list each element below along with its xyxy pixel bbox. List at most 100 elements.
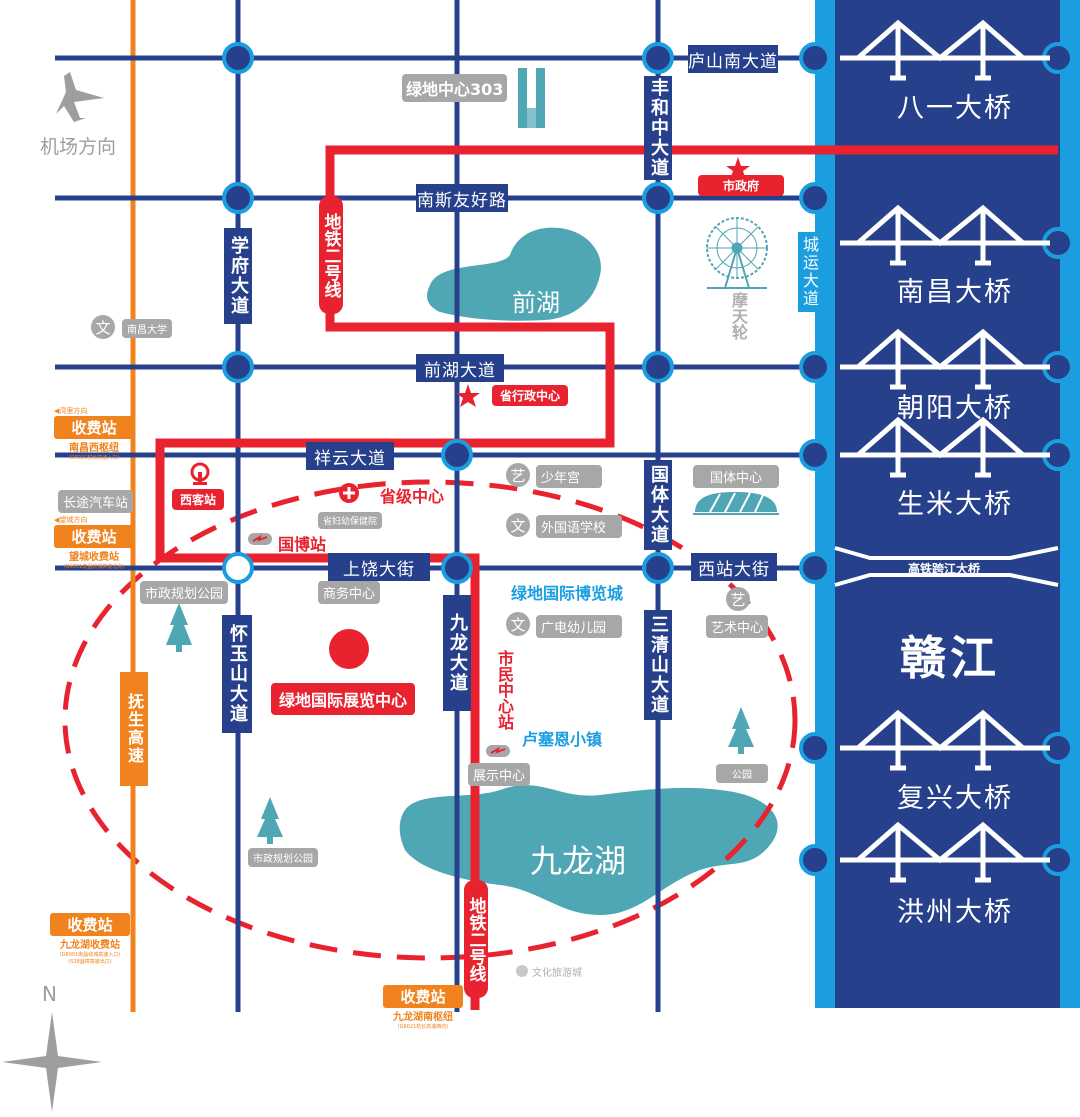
road-xizhan: 西站大街 <box>691 553 777 581</box>
municipal-park-2-tag: 市政规划公园 <box>248 848 318 867</box>
bridge-fuxing: 复兴大桥 <box>897 783 1013 814</box>
node <box>222 182 254 214</box>
star-icon <box>456 384 480 407</box>
stadium-icon <box>693 492 779 515</box>
guobo-station-node <box>222 552 254 584</box>
metro-line2-north-label: 地铁二号线 <box>319 196 343 314</box>
culture-tourism-city-label: 文化旅游城 <box>532 968 582 979</box>
metro-logo-icon <box>486 745 510 757</box>
toll-sub-2: (S38昌樟高速出口) <box>68 959 112 965</box>
metro-logo-icon <box>248 533 272 545</box>
youth-palace-tag: 少年宫 <box>536 465 602 488</box>
lucerne-town-label: 卢塞恩小镇 <box>522 730 603 749</box>
toll-wangcheng: ◀望城方向 收费站 望城收费站 (G6001南昌绕城高速北向) <box>54 515 134 570</box>
node <box>642 182 674 214</box>
greenland-303-tower-icon <box>518 68 545 128</box>
hsr-bridge-upper <box>834 546 1059 560</box>
toll-name: 望城收费站 <box>69 552 119 563</box>
road-sanqingshan: 三清山大道 <box>644 610 672 720</box>
culture-icon: 文 <box>91 315 115 339</box>
node <box>441 552 473 584</box>
gan-river <box>835 0 1060 1008</box>
bridge-icon <box>840 19 1050 81</box>
toll-jiulong-south: 收费站 九龙湖南枢纽 (G6021杭长高速西向) <box>383 985 463 1030</box>
art-center-tag: 艺术中心 <box>706 615 769 638</box>
bridge-shengmi: 生米大桥 <box>897 489 1013 520</box>
long-distance-bus-tag: 长途汽车站 <box>58 490 134 513</box>
road-huaiyushan: 怀玉山大道 <box>222 615 252 733</box>
metro-line2-south-label: 地铁二号线 <box>464 880 488 998</box>
node <box>799 844 831 876</box>
node <box>222 42 254 74</box>
culture-icon: 文 <box>506 513 530 537</box>
art-icon: 艺 <box>506 463 530 487</box>
toll-name: 九龙湖收费站 <box>60 940 120 951</box>
guobo-station-label: 国博站 <box>278 535 327 554</box>
compass-icon <box>2 1012 102 1112</box>
bridges <box>840 19 1050 883</box>
hospital-cross <box>343 487 355 499</box>
toll-name: 九龙湖南枢纽 <box>393 1012 453 1023</box>
bridge-icon <box>840 416 1050 478</box>
bridge-bayi: 八一大桥 <box>897 93 1013 124</box>
greenland-expo-city-label: 绿地国际博览城 <box>511 584 624 603</box>
foreign-language-school-tag: 外国语学校 <box>536 515 622 538</box>
toll-sub: (G6021杭长高速西向) <box>397 1024 449 1030</box>
toll-label: 收费站 <box>54 416 134 439</box>
citizen-center-station-label: 市民中心站 <box>495 650 514 730</box>
bridge-icon <box>840 204 1050 266</box>
road-qianhu: 前湖大道 <box>416 354 504 382</box>
jiulong-lake-label: 九龙湖 <box>530 842 627 880</box>
road-guoti: 国体大道 <box>644 460 672 550</box>
toll-label: 收费站 <box>50 913 130 936</box>
tree-icon <box>728 707 754 754</box>
hsr-bridge-label: 高铁跨江大桥 <box>908 562 981 576</box>
node <box>799 351 831 383</box>
airport-direction-label: 机场方向 <box>40 136 117 158</box>
tree-icons <box>166 603 754 844</box>
provincial-center-label: 省级中心 <box>380 487 445 506</box>
toll-label: 收费站 <box>54 525 134 548</box>
road-fenghe-middle: 丰和中大道 <box>644 76 672 180</box>
star-icon <box>726 157 750 180</box>
qianhu-lake <box>427 227 601 321</box>
ferris-wheel-icon <box>706 217 768 289</box>
airplane-icon <box>56 72 104 122</box>
toll-name: 南昌西枢纽 <box>69 443 119 454</box>
bridge-icon <box>840 328 1050 390</box>
node <box>799 439 831 471</box>
toll-sub: (G6001南昌绕城高速入口) <box>59 952 121 958</box>
road-chengyun: 城运大道 <box>798 232 820 312</box>
expo-center-tag: 绿地国际展览中心 <box>271 683 416 715</box>
node <box>441 439 473 471</box>
railway-icon <box>190 462 210 485</box>
tree-icon <box>166 603 192 652</box>
sports-center-tag: 国体中心 <box>693 465 779 488</box>
tv-kindergarten-tag: 广电幼儿园 <box>536 615 622 638</box>
node <box>799 182 831 214</box>
expo-center-marker <box>329 629 369 669</box>
road-nansi-friendship: 南斯友好路 <box>416 184 508 212</box>
road-xiangyun: 祥云大道 <box>306 442 394 470</box>
zone-boundary <box>62 479 798 961</box>
bridge-icon <box>840 821 1050 883</box>
showroom-tag: 展示中心 <box>468 763 531 786</box>
bridge-hongzhou: 洪州大桥 <box>897 897 1013 928</box>
toll-direction: ◀望城方向 <box>54 516 88 524</box>
toll-label: 收费站 <box>383 985 463 1008</box>
culture-city-marker <box>516 965 528 977</box>
bridge-icon <box>840 709 1050 771</box>
jiulong-lake <box>399 785 778 915</box>
toll-sub: (G6021杭长高速入口) <box>68 455 120 461</box>
bridge-chaoyang: 朝阳大桥 <box>897 393 1013 424</box>
hsr-bridge-lower <box>834 573 1059 587</box>
toll-sub: (G6001南昌绕城高速北向) <box>63 564 125 570</box>
gan-river-label: 赣江 <box>900 631 1000 685</box>
road-xuefu: 学府大道 <box>224 228 252 324</box>
node <box>222 351 254 383</box>
maternal-hospital-tag: 省妇幼保健院 <box>318 512 383 529</box>
node <box>642 552 674 584</box>
road-shangrao: 上饶大街 <box>328 553 430 581</box>
road-lushan-south: 庐山南大道 <box>688 45 778 73</box>
